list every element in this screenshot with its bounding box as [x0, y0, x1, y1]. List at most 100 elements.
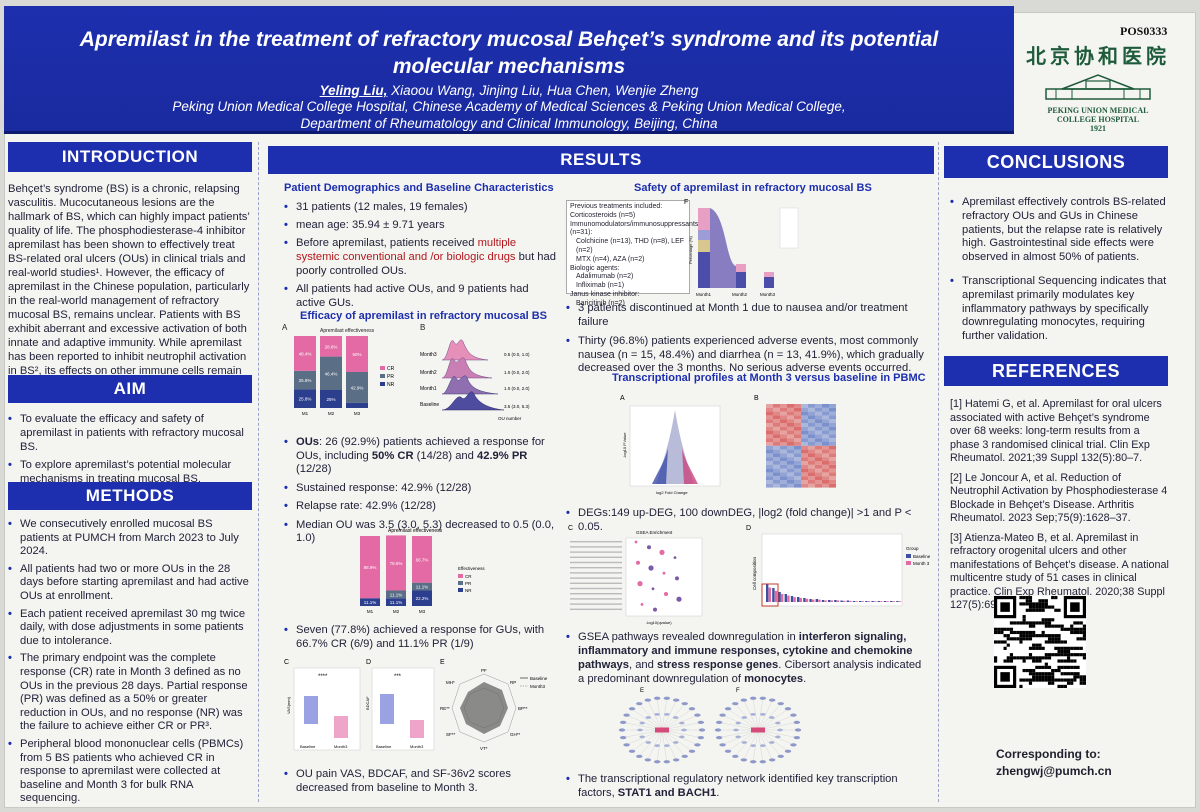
network-edge: [757, 701, 772, 731]
qr-module: [1054, 634, 1058, 638]
cell-box-month3: [843, 600, 846, 602]
network-edge: [729, 710, 759, 731]
heatmap-cell: [780, 483, 787, 488]
qr-module: [994, 630, 998, 635]
panel-label-d2: D: [746, 525, 751, 532]
hospital-logo: 北京协和医院 PEKING UNION MEDICAL COLLEGE HOSP…: [1018, 40, 1178, 134]
heatmap-cell: [829, 476, 836, 480]
heatmap-cell: [822, 419, 829, 423]
qr-module: [1041, 634, 1045, 638]
heatmap-cell: [794, 453, 801, 458]
bar-value-label: 25%: [326, 397, 335, 402]
network-edge: [661, 710, 691, 731]
qr-module: [1025, 630, 1029, 635]
qr-module: [1051, 640, 1055, 644]
qr-code[interactable]: [994, 596, 1086, 688]
heatmap-cell: [822, 442, 829, 446]
qr-module: [1054, 653, 1058, 657]
median-item: Median OU was 3.5 (3.0, 5.3) decreased t…: [284, 519, 556, 546]
network-node: [768, 758, 776, 762]
qr-module: [1041, 672, 1045, 676]
ou-ridgeline-chart: B Month3 Month2 Month1 Baseline 0.5 (0.0…: [420, 323, 530, 421]
gsea-pathway-label: [570, 608, 622, 610]
qr-module: [1032, 643, 1036, 647]
radar-axis: MH*: [446, 680, 455, 685]
cell-box-month3: [805, 598, 809, 602]
network-node: [749, 696, 757, 700]
qr-module: [1009, 656, 1014, 660]
gsea-x-label: -log10(qvalue): [646, 620, 672, 625]
qr-module: [1057, 678, 1061, 682]
network-node: [733, 728, 739, 732]
qr-module: [1047, 653, 1052, 657]
safety-segment: [698, 240, 710, 252]
demographics-item: Before apremilast, patients received mul…: [284, 236, 556, 278]
cell-box-baseline: [828, 600, 831, 602]
qr-module: [1066, 656, 1071, 660]
cell-box-baseline: [815, 599, 818, 602]
bar-segment-nr: [412, 590, 432, 606]
network-edge: [661, 729, 691, 750]
radar-axis: VT*: [480, 746, 488, 751]
qr-module: [1028, 596, 1033, 600]
network-node: [628, 749, 636, 753]
qr-module: [1070, 678, 1074, 682]
heatmap-cell: [780, 411, 787, 416]
bdcaf-box-baseline: [380, 694, 394, 724]
network-node: [672, 698, 680, 702]
heatmap-cell: [794, 423, 801, 427]
gsea-pathway-label: [570, 598, 622, 600]
methods-item: All patients had two or more OUs in the …: [8, 563, 252, 604]
heatmap-cell: [773, 423, 780, 427]
network-edge: [757, 705, 780, 731]
qr-module: [1066, 672, 1071, 676]
network-node: [784, 749, 792, 753]
network-node: [694, 743, 701, 747]
network-edge: [757, 729, 763, 760]
qr-module: [1003, 659, 1007, 663]
heatmap-cell: [808, 430, 815, 435]
gu-legend-cr: CR: [465, 574, 472, 579]
cell-box-baseline: [766, 584, 769, 602]
qr-module: [1038, 678, 1042, 682]
heatmap-cell: [794, 404, 801, 408]
bar-value-label: 42.9%: [351, 385, 364, 390]
qr-module: [1082, 637, 1086, 641]
heatmap-cell: [773, 468, 780, 473]
qr-module: [1032, 659, 1036, 663]
qr-module: [997, 640, 1001, 644]
heatmap-cell: [801, 423, 808, 427]
qr-module: [1035, 678, 1039, 682]
gu-legend-pr-swatch: [458, 581, 463, 585]
network-node: [636, 754, 643, 758]
qr-module: [1035, 659, 1039, 663]
network-node: [644, 698, 652, 702]
heatmap-cell: [766, 438, 773, 442]
qr-module: [1079, 678, 1083, 682]
heatmap-cell: [801, 453, 808, 458]
methods-item: We consecutively enrolled mucosal BS pat…: [8, 518, 252, 559]
column-divider: [258, 142, 259, 802]
bar-segment-nr: [320, 390, 342, 408]
qr-module: [1035, 608, 1039, 612]
qr-module: [997, 627, 1001, 631]
gu-legend-nr-swatch: [458, 588, 463, 592]
conclusions-heading: CONCLUSIONS: [944, 146, 1168, 178]
network-edge: [661, 701, 676, 731]
panel-label-c: C: [284, 659, 289, 666]
gsea-dot: [648, 565, 654, 571]
network-node: [623, 743, 630, 747]
bar-segment-cr: [386, 535, 406, 591]
qr-module: [1022, 678, 1026, 682]
heatmap-cell: [822, 468, 829, 473]
heatmap-cell: [787, 430, 794, 435]
references-heading: REFERENCES: [944, 356, 1168, 386]
qr-module: [1076, 675, 1080, 679]
contact-email[interactable]: zhengwj@pumch.cn: [996, 764, 1112, 778]
aim-heading: AIM: [8, 375, 252, 403]
gsea-item: GSEA pathways revealed downregulation in…: [566, 630, 928, 686]
qr-module: [1076, 672, 1080, 676]
conclusions-list: Apremilast effectively controls BS-relat…: [950, 196, 1168, 348]
bar-segment-nr: [360, 598, 380, 606]
qr-module: [1028, 621, 1033, 625]
